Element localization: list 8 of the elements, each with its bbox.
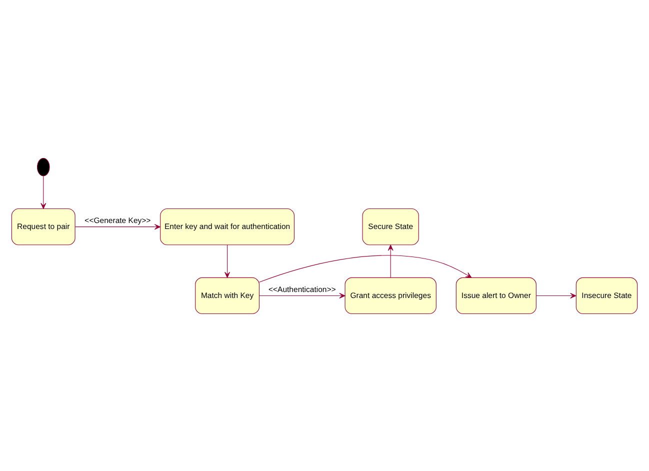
arrow [74, 224, 161, 230]
node-circle [37, 157, 50, 176]
arrow [536, 292, 576, 298]
arrow [388, 244, 394, 278]
arrow [224, 244, 230, 278]
arrow [259, 292, 346, 298]
arrow [259, 254, 472, 282]
arrow [40, 175, 46, 208]
